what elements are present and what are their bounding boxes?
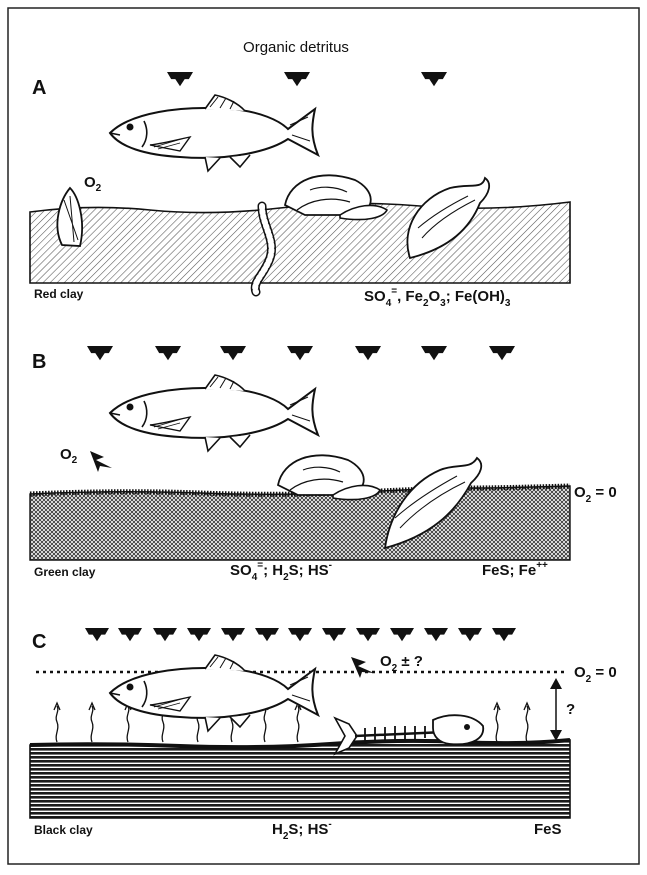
detritus-arrow bbox=[288, 628, 312, 641]
chemistry-label-c-right: FeS bbox=[534, 821, 562, 838]
oxygen-label-b: O2 bbox=[60, 446, 78, 466]
detritus-arrows-b bbox=[87, 346, 515, 360]
detritus-arrow bbox=[118, 628, 142, 641]
detritus-arrows-a bbox=[167, 72, 447, 86]
gas-bubble-trail bbox=[127, 706, 129, 742]
oxygen-label-a: O2 bbox=[84, 174, 102, 194]
panel-c: C Black clay O2 = 0 O2 ± ? ? H2S; HS- Fe… bbox=[30, 628, 617, 842]
sediment-label-c: Black clay bbox=[34, 823, 93, 837]
detritus-arrow bbox=[87, 346, 113, 360]
detritus-arrow bbox=[322, 628, 346, 641]
detritus-arrow bbox=[492, 628, 516, 641]
detritus-arrow bbox=[424, 628, 448, 641]
gas-bubble-trail bbox=[526, 706, 528, 742]
detritus-arrow bbox=[421, 72, 447, 86]
detritus-arrows-c bbox=[85, 628, 516, 641]
detritus-arrow bbox=[255, 628, 279, 641]
detritus-arrow bbox=[489, 346, 515, 360]
gas-bubble-trail bbox=[56, 706, 58, 742]
gas-bubble-trail bbox=[297, 706, 299, 742]
fish-a bbox=[110, 95, 318, 171]
panel-b: B Green clay O2 O2 = 0 SO4=; H2S; HS- Fe… bbox=[30, 346, 617, 583]
chemistry-label-a: SO4=, Fe2O3; Fe(OH)3 bbox=[364, 286, 511, 309]
fish-b bbox=[110, 375, 318, 451]
detritus-arrow bbox=[85, 628, 109, 641]
gas-bubble-trail bbox=[264, 706, 266, 742]
detritus-arrow bbox=[187, 628, 211, 641]
detritus-arrow bbox=[167, 72, 193, 86]
chemistry-label-b-right: FeS; Fe++ bbox=[482, 560, 548, 579]
detritus-arrow bbox=[458, 628, 482, 641]
chemistry-label-c-mid: H2S; HS- bbox=[272, 819, 332, 842]
detritus-arrow bbox=[390, 628, 414, 641]
detritus-arrow bbox=[153, 628, 177, 641]
svg-text:O2: O2 bbox=[84, 174, 102, 194]
detritus-arrow bbox=[155, 346, 181, 360]
gas-bubble-trail bbox=[496, 706, 498, 742]
detritus-arrow bbox=[421, 346, 447, 360]
panel-a: A Red clay O2 SO4=, Fe2O3; Fe(OH)3 bbox=[30, 72, 570, 309]
panel-label-b: B bbox=[32, 351, 46, 373]
oxygen-arrow-b bbox=[90, 451, 112, 472]
diagram-title: Organic detritus bbox=[243, 39, 349, 56]
figure-border bbox=[8, 8, 639, 864]
panel-label-c: C bbox=[32, 631, 46, 653]
snail-a bbox=[285, 175, 387, 219]
detritus-arrow bbox=[284, 72, 310, 86]
o2-zero-label-b: O2 = 0 bbox=[574, 484, 617, 505]
fish-c bbox=[110, 655, 318, 731]
sediment-label-b: Green clay bbox=[34, 565, 96, 579]
gap-question-label-c: ? bbox=[566, 701, 575, 718]
detritus-arrow bbox=[221, 628, 245, 641]
panel-label-a: A bbox=[32, 77, 46, 99]
oxygen-arrow-c bbox=[351, 657, 374, 678]
svg-text:O2: O2 bbox=[60, 446, 78, 466]
sediment-green-clay bbox=[30, 486, 570, 560]
detritus-arrow bbox=[356, 628, 380, 641]
sediment-red-clay bbox=[30, 202, 570, 283]
detritus-arrow bbox=[287, 346, 313, 360]
sediment-black-clay bbox=[30, 740, 570, 818]
detritus-arrow bbox=[220, 346, 246, 360]
detritus-arrow bbox=[355, 346, 381, 360]
snail-b bbox=[278, 455, 380, 499]
o2-zero-label-c: O2 = 0 bbox=[574, 664, 617, 685]
sediment-label-a: Red clay bbox=[34, 287, 84, 301]
gas-bubble-trail bbox=[91, 706, 93, 742]
chemistry-label-b-mid: SO4=; H2S; HS- bbox=[230, 560, 332, 583]
